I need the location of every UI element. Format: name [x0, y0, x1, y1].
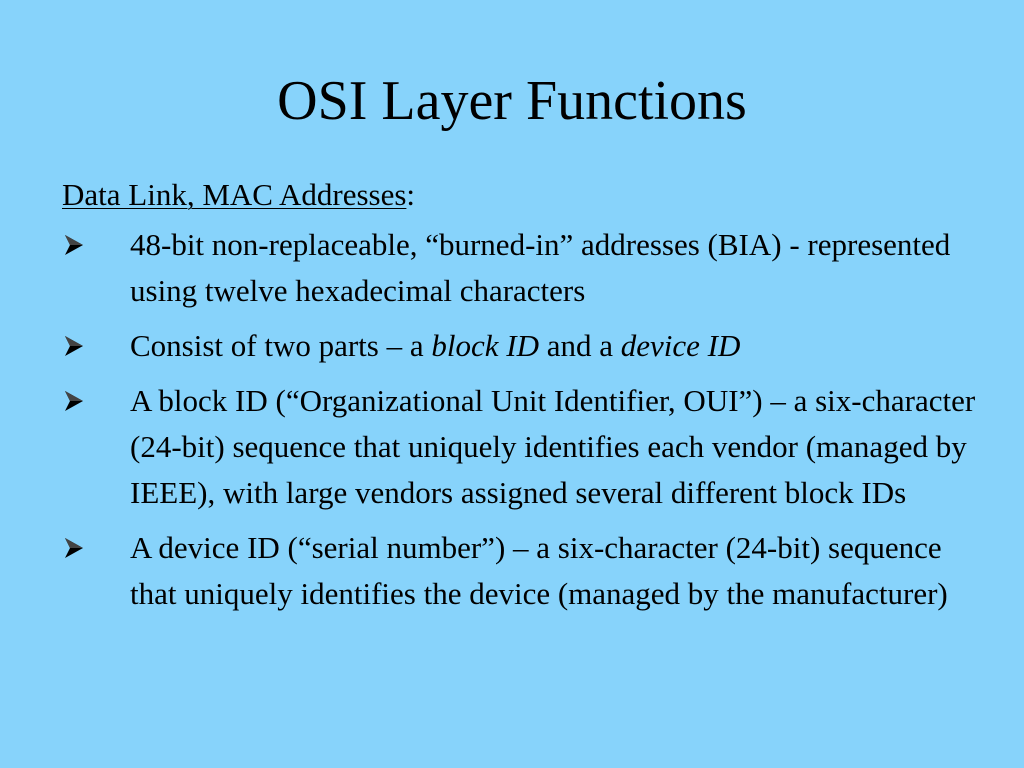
slide-title: OSI Layer Functions [277, 70, 747, 132]
arrowhead-bullet-icon [64, 537, 84, 559]
slide-body: Data Link, MAC Addresses: 48-bit non-rep… [62, 172, 992, 626]
bullet-list: 48-bit non-replaceable, “burned-in” addr… [62, 222, 992, 617]
bullet-text-segment: Consist of two parts – a [130, 328, 432, 363]
bullet-item: 48-bit non-replaceable, “burned-in” addr… [62, 222, 992, 314]
bullet-text: 48-bit non-replaceable, “burned-in” addr… [130, 227, 951, 308]
bullet-item: Consist of two parts – a block ID and a … [62, 323, 992, 369]
bullet-emphasis-device-id: device ID [620, 328, 741, 363]
arrowhead-bullet-icon [64, 390, 84, 412]
section-heading: Data Link, MAC Addresses: [62, 172, 992, 218]
bullet-item: A device ID (“serial number”) – a six-ch… [62, 525, 992, 617]
arrowhead-bullet-icon [64, 234, 84, 256]
bullet-text: A block ID (“Organizational Unit Identif… [130, 383, 976, 510]
section-heading-label: Data Link, MAC Addresses [62, 177, 407, 212]
arrowhead-bullet-icon [64, 335, 84, 357]
bullet-text: A device ID (“serial number”) – a six-ch… [130, 530, 948, 611]
bullet-item: A block ID (“Organizational Unit Identif… [62, 378, 992, 516]
bullet-text-segment: and a [538, 328, 621, 363]
section-heading-suffix: : [406, 177, 416, 212]
bullet-emphasis-block-id: block ID [431, 328, 539, 363]
